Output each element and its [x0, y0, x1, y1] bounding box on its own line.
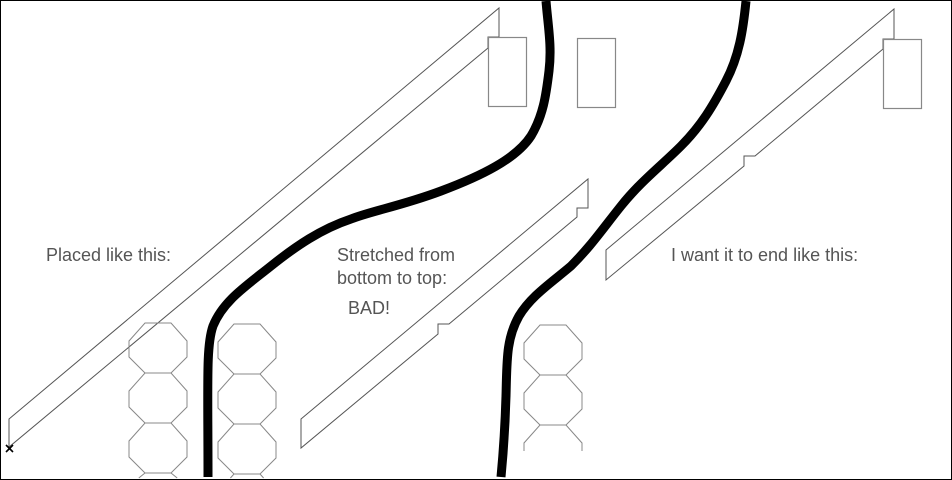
- strip-placed: [8, 6, 500, 449]
- box-desired: [882, 38, 923, 110]
- strip-desired: [605, 7, 895, 282]
- label-want: I want it to end like this:: [671, 245, 859, 265]
- octagon-column-middle: [217, 323, 277, 479]
- divider-curve-left: [203, 1, 555, 478]
- divider-curve-right: [496, 1, 751, 478]
- octagon-column-right: [523, 324, 583, 451]
- box-placed: [487, 36, 528, 108]
- label-stretched-1: Stretched from: [337, 245, 456, 265]
- anchor-x-icon: [5, 444, 14, 453]
- label-placed: Placed like this:: [46, 245, 172, 265]
- strip-stretched: [300, 177, 589, 450]
- box-stretched: [576, 37, 617, 109]
- octagon-column-left: [128, 322, 188, 479]
- label-bad: BAD!: [348, 298, 391, 318]
- label-stretched-2: bottom to top:: [337, 268, 448, 288]
